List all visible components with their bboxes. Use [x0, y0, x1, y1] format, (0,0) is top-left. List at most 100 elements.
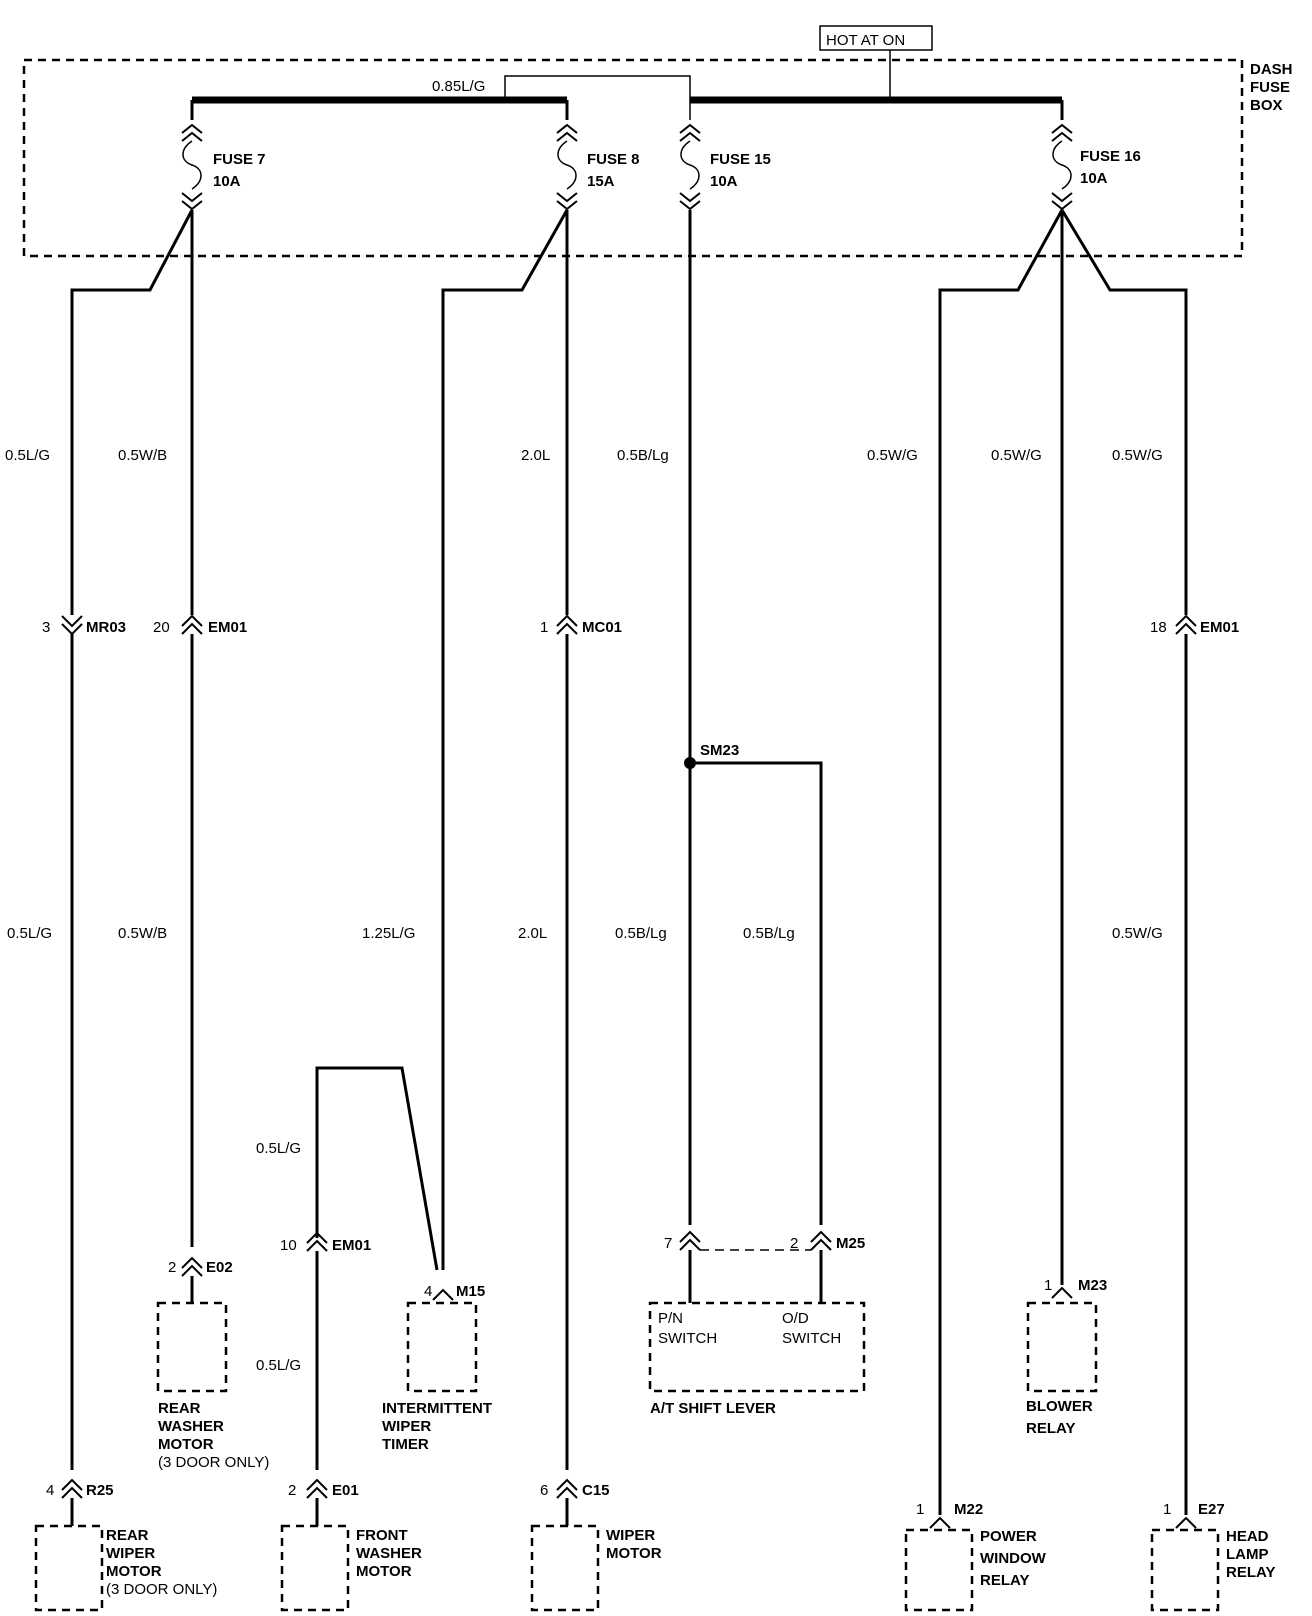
- front-washer-motor-box: [280, 1524, 350, 1612]
- conn-m15-icon: [432, 1289, 454, 1301]
- wire-rear-wiper-upper: [70, 209, 194, 615]
- conn-em01-a-icon: [181, 615, 203, 635]
- conn-e27-pin: 1: [1163, 1501, 1171, 1518]
- front-washer-l1: FRONT: [356, 1527, 408, 1544]
- fuse-8-rating: 15A: [587, 173, 615, 190]
- wire-label-u4: 0.5B/Lg: [617, 447, 669, 464]
- wire-int-wiper: [441, 209, 569, 1270]
- od-switch-l2: SWITCH: [782, 1330, 841, 1347]
- conn-m25-pin: 2: [790, 1235, 798, 1252]
- head-lamp-relay-box: [1150, 1528, 1220, 1612]
- wire-label-u3: 2.0L: [521, 447, 550, 464]
- conn-m22-pin: 1: [916, 1501, 924, 1518]
- rear-washer-l4: (3 DOOR ONLY): [158, 1454, 269, 1471]
- wire-od-switch: [690, 761, 823, 1225]
- wire-label-m2: 0.5L/G: [256, 1357, 301, 1374]
- rear-washer-motor-box: [156, 1301, 228, 1393]
- fuse15-feed: [504, 75, 691, 120]
- conn-mc01-id: MC01: [582, 619, 622, 636]
- power-window-l1: POWER: [980, 1528, 1037, 1545]
- rear-wiper-l2: WIPER: [106, 1545, 155, 1562]
- wire-head-lamp-upper: [1060, 209, 1188, 615]
- conn-c15-id: C15: [582, 1482, 610, 1499]
- conn-em01-b-pin: 18: [1150, 619, 1167, 636]
- wire-label-l3: 1.25L/G: [362, 925, 415, 942]
- rear-wiper-l4: (3 DOOR ONLY): [106, 1581, 217, 1598]
- wire-label-u6: 0.5W/G: [991, 447, 1042, 464]
- head-lamp-l2: LAMP: [1226, 1546, 1269, 1563]
- fuse-box-label-3: BOX: [1250, 97, 1283, 114]
- conn-e01-id: E01: [332, 1482, 359, 1499]
- wire-front-washer-upper: [315, 1066, 439, 1271]
- fuse-15-icon: [679, 124, 701, 210]
- hot-at-on-label: HOT AT ON: [826, 32, 905, 49]
- fuse-8-name: FUSE 8: [587, 151, 640, 168]
- wire-label-u2: 0.5W/B: [118, 447, 167, 464]
- pn-switch-l2: SWITCH: [658, 1330, 717, 1347]
- head-lamp-l3: RELAY: [1226, 1564, 1275, 1581]
- wiper-motor-l1: WIPER: [606, 1527, 655, 1544]
- conn-pn-pin: 7: [664, 1235, 672, 1252]
- wire-power-window: [938, 209, 1064, 1515]
- blower-l1: BLOWER: [1026, 1398, 1093, 1415]
- conn-m15-id: M15: [456, 1283, 485, 1300]
- conn-mc01-icon: [556, 615, 578, 635]
- rear-washer-l3: MOTOR: [158, 1436, 214, 1453]
- conn-em01-a-id: EM01: [208, 619, 247, 636]
- fuse-16-name: FUSE 16: [1080, 148, 1141, 165]
- blower-l2: RELAY: [1026, 1420, 1075, 1437]
- wire-label-u5: 0.5W/G: [867, 447, 918, 464]
- conn-m23-icon: [1051, 1287, 1073, 1299]
- conn-r25-icon: [61, 1479, 83, 1499]
- int-wiper-l3: TIMER: [382, 1436, 429, 1453]
- splice-sm23-dot: [684, 757, 696, 769]
- power-window-l3: RELAY: [980, 1572, 1029, 1589]
- shift-lever-label: A/T SHIFT LEVER: [650, 1400, 776, 1417]
- conn-m23-id: M23: [1078, 1277, 1107, 1294]
- fuse-15-name: FUSE 15: [710, 151, 771, 168]
- conn-c15-pin: 6: [540, 1482, 548, 1499]
- rear-wiper-l1: REAR: [106, 1527, 149, 1544]
- front-washer-l3: MOTOR: [356, 1563, 412, 1580]
- conn-mc01-pin: 1: [540, 619, 548, 636]
- conn-m25-icon: [810, 1231, 832, 1251]
- conn-r25-id: R25: [86, 1482, 114, 1499]
- blower-relay-box: [1026, 1301, 1098, 1393]
- conn-e01-pin: 2: [288, 1482, 296, 1499]
- wiper-motor-box: [530, 1524, 600, 1612]
- wire-label-l6: 0.5B/Lg: [743, 925, 795, 942]
- rear-washer-l2: WASHER: [158, 1418, 224, 1435]
- conn-m25-id: M25: [836, 1235, 865, 1252]
- conn-em01-b-id: EM01: [1200, 619, 1239, 636]
- conn-m15-pin: 4: [424, 1283, 432, 1300]
- conn-e27-id: E27: [1198, 1501, 1225, 1518]
- wire-label-u1: 0.5L/G: [5, 447, 50, 464]
- int-wiper-timer-box: [406, 1301, 478, 1393]
- fuse-7-rating: 10A: [213, 173, 241, 190]
- fuse-box-label-2: FUSE: [1250, 79, 1290, 96]
- od-switch-l1: O/D: [782, 1310, 809, 1327]
- wire-label-l4: 2.0L: [518, 925, 547, 942]
- conn-mr03-pin: 3: [42, 619, 50, 636]
- conn-m22-icon: [929, 1517, 951, 1529]
- splice-sm23-label: SM23: [700, 742, 739, 759]
- power-window-l2: WINDOW: [980, 1550, 1047, 1567]
- wire-label-u7: 0.5W/G: [1112, 447, 1163, 464]
- conn-mr03-icon: [61, 615, 83, 635]
- wire-label-l7: 0.5W/G: [1112, 925, 1163, 942]
- wiper-motor-l2: MOTOR: [606, 1545, 662, 1562]
- dash-fuse-box: [22, 58, 1244, 258]
- at-shift-lever-box: [648, 1301, 866, 1393]
- fuse-16-icon: [1051, 124, 1073, 210]
- conn-c15-icon: [556, 1479, 578, 1499]
- wire-label-l1: 0.5L/G: [7, 925, 52, 942]
- rear-wiper-l3: MOTOR: [106, 1563, 162, 1580]
- conn-em01-c-pin: 10: [280, 1237, 297, 1254]
- fuse-16-rating: 10A: [1080, 170, 1108, 187]
- pn-switch-l1: P/N: [658, 1310, 683, 1327]
- wire-label-m1: 0.5L/G: [256, 1140, 301, 1157]
- fuse-box-label-1: DASH: [1250, 61, 1293, 78]
- int-wiper-l1: INTERMITTENT: [382, 1400, 492, 1417]
- conn-m22-id: M22: [954, 1501, 983, 1518]
